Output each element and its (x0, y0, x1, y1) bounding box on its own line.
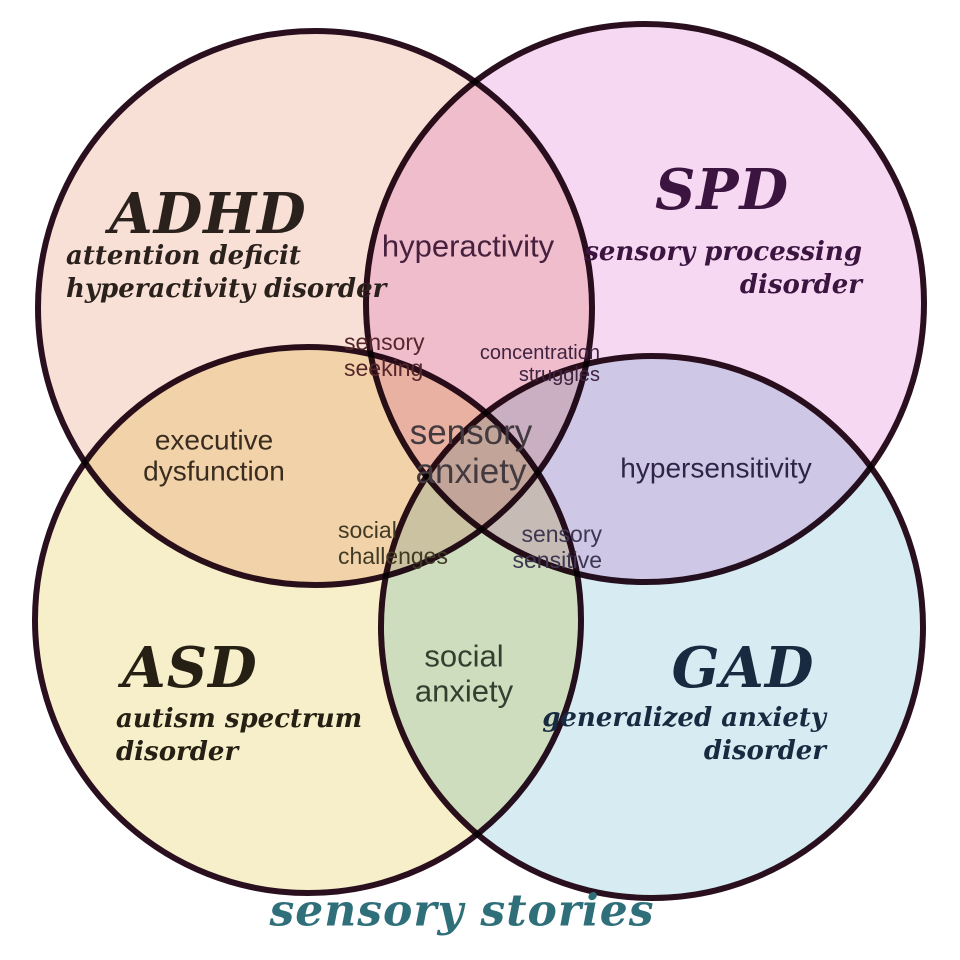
spd-subtitle-line: sensory processing (584, 237, 862, 267)
overlap-label-line: challenges (338, 542, 448, 569)
overlap-label-line: sensory (409, 412, 533, 452)
gad-subtitle-line: generalized anxiety (542, 703, 826, 733)
adhd-subtitle-line: hyperactivity disorder (66, 273, 387, 304)
adhd-title: ADHD (109, 181, 307, 247)
overlap-label-social-challenges: social challenges (338, 517, 448, 570)
overlap-label-hyperactivity: hyperactivity (381, 228, 555, 265)
overlap-label-line: executive (154, 424, 274, 456)
overlap-label-line: anxiety (415, 452, 527, 491)
asd-subtitle-line: autism spectrum (116, 704, 363, 734)
overlap-label-line: sensory (521, 521, 602, 547)
overlap-label-line: sensitive (512, 546, 602, 573)
overlap-label-social-anxiety: social anxiety (415, 639, 513, 708)
overlap-label-line: hypersensitivity (620, 452, 812, 484)
overlap-label-line: sensory (344, 329, 425, 355)
overlap-label-sensory-sensitive: sensory sensitive (512, 521, 602, 574)
overlap-label-line: anxiety (414, 673, 514, 708)
overlap-label-sensory-seeking: sensory seeking (344, 329, 425, 382)
gad-circle (378, 353, 926, 901)
overlap-label-hypersensitivity: hypersensitivity (620, 452, 811, 483)
spd-subtitle: sensory processing disorder (584, 236, 862, 301)
gad-subtitle: generalized anxiety disorder (542, 702, 826, 767)
gad-subtitle-line: disorder (703, 735, 826, 766)
gad-title: GAD (671, 635, 815, 701)
overlap-label-concentration-struggles: concentration struggles (480, 342, 600, 387)
overlap-label-executive-dysfunction: executive dysfunction (143, 425, 285, 488)
spd-subtitle-line: disorder (739, 269, 862, 300)
adhd-subtitle: attention deficit hyperactivity disorder (66, 240, 386, 305)
overlap-label-line: seeking (344, 354, 424, 381)
spd-title: SPD (654, 157, 790, 223)
adhd-subtitle-line: attention deficit (66, 241, 301, 271)
asd-subtitle-line: disorder (116, 736, 239, 767)
overlap-label-line: struggles (518, 364, 600, 387)
overlap-label-line: social (338, 517, 397, 543)
overlap-label-line: concentration (479, 342, 600, 364)
diagram-caption: sensory stories (269, 885, 655, 937)
asd-subtitle: autism spectrum disorder (116, 703, 362, 768)
overlap-label-line: dysfunction (143, 456, 285, 487)
overlap-label-sensory-anxiety: sensory anxiety (410, 413, 533, 491)
overlap-label-line: hyperactivity (381, 228, 555, 264)
asd-title: ASD (122, 635, 258, 701)
overlap-label-line: social (424, 638, 504, 674)
